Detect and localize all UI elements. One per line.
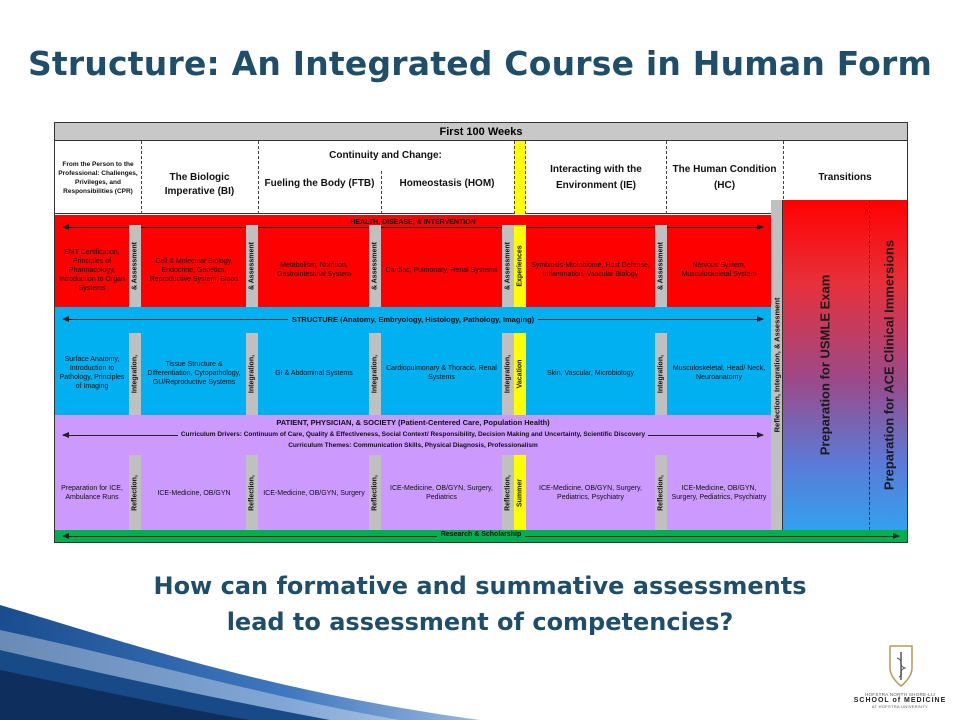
curriculum-drivers: Curriculum Drivers: Continuum of Care, Q… (177, 431, 649, 438)
blue-yellow-bar: Vacation (514, 333, 526, 415)
red-cell-hc: Nervous System, Musculoskeletal System (681, 262, 757, 278)
slide-title: Structure: An Integrated Course in Human… (27, 44, 933, 83)
red-cell-ftb: Metabolism, Nutrition, Gastrointestinal … (277, 262, 351, 278)
red-cell-bi: Cell & Molecular Biology, Endocrine, Gen… (149, 257, 239, 283)
blue-cell-hom: Cardiopulmonary & Thoracic, Renal System… (386, 365, 497, 381)
header-bi: The Biologic Imperative (BI) (164, 171, 235, 197)
purple-cell-ie: ICE-Medicine, OB/GYN, Surgery, Pediatric… (539, 485, 642, 501)
purple-cell-hc: ICE-Medicine, OB/GYN, Surgery, Pediatric… (671, 485, 767, 501)
purple-cell-ftb: ICE-Medicine, OB/GYN, Surgery (263, 489, 365, 497)
red-bar-3: & Assessment (369, 225, 381, 307)
purple-bar-2: Reflection, (246, 455, 258, 530)
decorative-swoosh (0, 605, 480, 720)
reflection-integration-bar: Reflection, Integration, & Assessment (771, 200, 782, 530)
logo-line-3: AT HOFSTRA UNIVERSITY (871, 704, 929, 709)
header-hc: The Human Condition (HC) (672, 163, 777, 191)
logo-line-1: HOFSTRA NORTH SHORE-LIJ (864, 692, 936, 697)
question-line-1: How can formative and summative assessme… (153, 572, 807, 600)
header-ie: Interacting with the Environment (IE) (550, 163, 642, 191)
purple-band-label: PATIENT, PHYSICIAN, & SOCIETY (Patient-C… (276, 418, 550, 427)
curriculum-themes: Curriculum Themes: Communication Skills,… (288, 442, 538, 449)
red-yellow-bar: Experiences (514, 225, 526, 307)
prep-ace: Preparation for ACE Clinical Immersions (881, 239, 897, 491)
blue-bar-2: Integration, (246, 333, 258, 415)
blue-cell-hc: Musculoskeletal, Head/ Neck, Neuroanatom… (672, 365, 766, 381)
red-cell-ie: Symbiosis-Microbiome, Host Defense, Infl… (531, 262, 650, 278)
school-logo: HOFSTRA NORTH SHORE-LIJ SCHOOL of MEDICI… (850, 644, 950, 718)
shield-icon (889, 645, 913, 687)
logo-line-2: SCHOOL of MEDICINE (853, 697, 947, 704)
blue-bar-3: Integration, (369, 333, 381, 415)
header-continuity: Continuity and Change: (329, 150, 442, 161)
purple-bar-3: Reflection, (369, 455, 381, 530)
red-bar-4: & Assessment (502, 225, 514, 307)
blue-band-label: STRUCTURE (Anatomy, Embryology, Histolog… (287, 315, 539, 324)
header-first-100-weeks: First 100 Weeks (55, 123, 907, 141)
question-line-2: lead to assessment of competencies? (226, 608, 734, 636)
red-cell-hom: Cardiac, Pulmonary, Renal Systems (385, 266, 498, 274)
purple-cell-hom: ICE-Medicine, OB/GYN, Surgery, Pediatric… (390, 485, 493, 501)
purple-bar-5: Reflection, (655, 455, 667, 530)
blue-cell-bi: Tissue Structure & Differentiation, Cyto… (147, 360, 241, 386)
preparation-divider (869, 200, 870, 530)
research-label: Research & Scholarship (436, 531, 526, 538)
red-band-label: HEALTH, DISEASE, & INTERVENTION (346, 219, 480, 226)
header-ftb: Fueling the Body (FTB) (264, 177, 375, 189)
question-text: How can formative and summative assessme… (0, 568, 960, 640)
blue-bar-1: Integration, (129, 333, 141, 415)
curriculum-grid: First 100 Weeks From the Person to the P… (54, 122, 908, 543)
red-bar-5: & Assessment (655, 225, 667, 307)
prep-usmle: Preparation for USMLE Exam (817, 274, 833, 456)
red-bar-2: & Assessment (246, 225, 258, 307)
red-bar-1: & Assessment (129, 225, 141, 307)
purple-cell-cpr: Preparation for ICE, Ambulance Runs (61, 485, 123, 501)
preparation-panel (782, 200, 907, 530)
header-hom: Homeostasis (HOM) (399, 177, 495, 189)
purple-bar-1: Reflection, (129, 455, 141, 530)
red-cell-cpr: EMT Certification, Principles of Pharmac… (59, 248, 125, 292)
purple-yellow-bar: Summer (514, 455, 526, 530)
header-cpr: From the Person to the Professional: Cha… (58, 160, 138, 195)
blue-cell-cpr: Surface Anatomy, Introduction to Patholo… (59, 356, 125, 390)
blue-bar-5: Integration, (655, 333, 667, 415)
purple-cell-bi: ICE-Medicine, OB/GYN (157, 489, 231, 497)
blue-cell-ftb: GI & Abdominal Systems (275, 369, 353, 377)
purple-bar-4: Reflection, (502, 455, 514, 530)
blue-bar-4: Integration, (502, 333, 514, 415)
header-transitions: Transitions (818, 172, 872, 183)
blue-cell-ie: Skin, Vascular, Microbiology (546, 369, 635, 377)
header-row: From the Person to the Professional: Cha… (55, 141, 907, 214)
